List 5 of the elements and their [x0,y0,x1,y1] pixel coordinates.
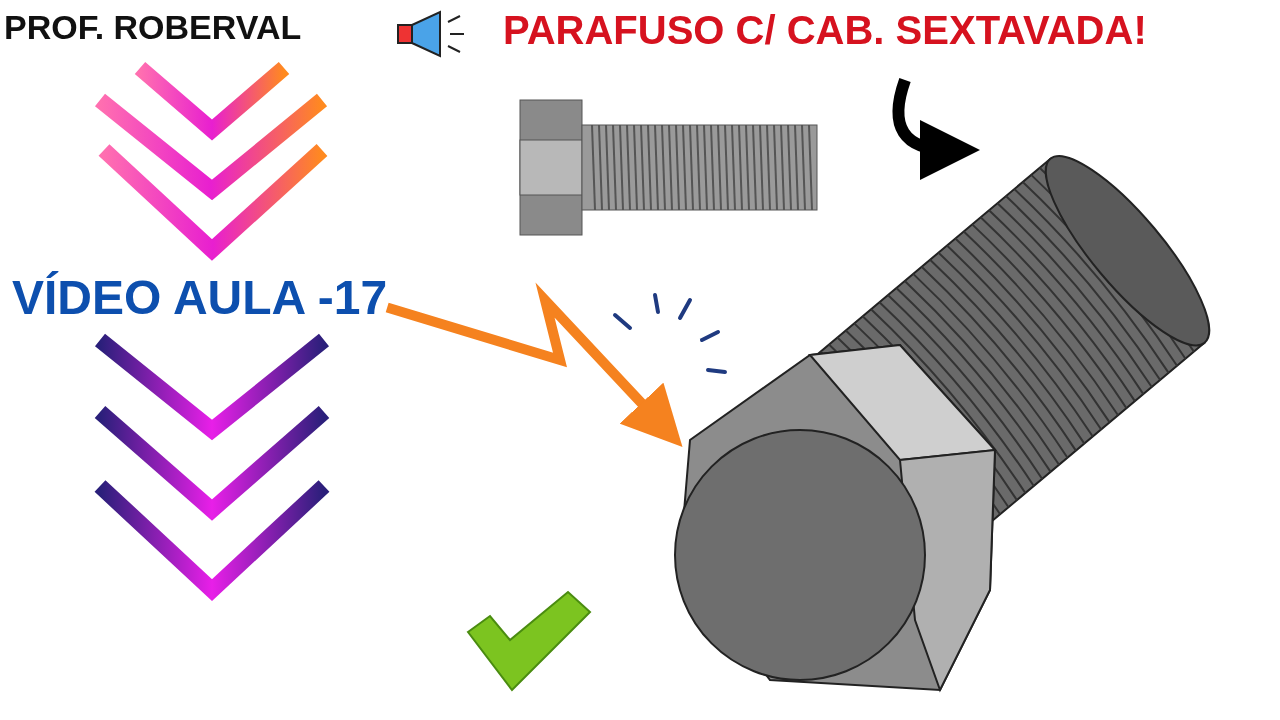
lesson-heading: VÍDEO AULA -17 [12,270,388,325]
author-label: PROF. ROBERVAL [4,8,302,47]
arrow [385,282,683,447]
arrow [892,78,980,179]
title-heading: PARAFUSO C/ CAB. SEXTAVADA! [503,8,1147,53]
